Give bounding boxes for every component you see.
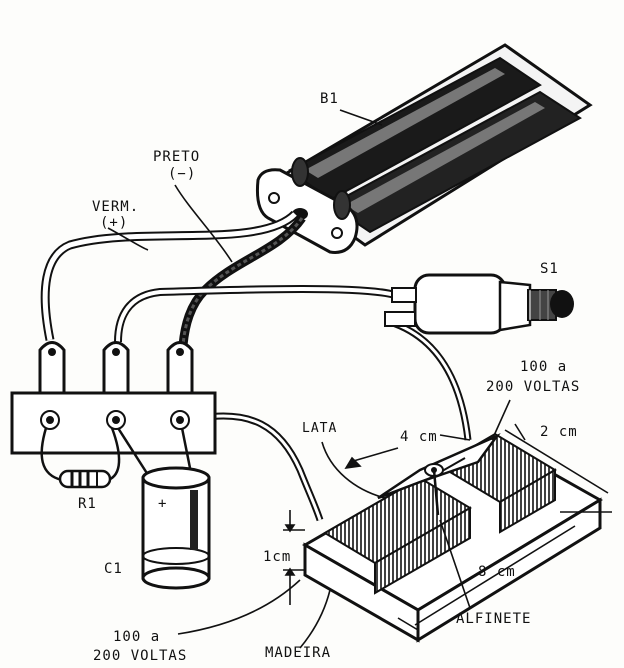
label-8cm: 8 cm [478, 564, 516, 580]
label-preto: PRETO [153, 149, 201, 165]
label-1cm: 1cm [263, 549, 292, 565]
pin [432, 469, 440, 516]
switch-wire [114, 284, 397, 343]
label-r1: R1 [78, 496, 97, 512]
label-b1: B1 [320, 91, 339, 107]
label-coil-bottom-2: 200 VOLTAS [93, 648, 188, 664]
resistor-r1 [40, 427, 121, 489]
label-coil-top-1: 100 a [520, 359, 568, 375]
switch-s1 [384, 273, 574, 335]
label-coil-bottom-1: 100 a [113, 629, 161, 645]
label-verm: VERM. [92, 199, 140, 215]
label-4cm: 4 cm [400, 429, 438, 445]
coil-front [323, 476, 472, 595]
switch-coil-wire [388, 318, 472, 441]
dimension-lines [107, 109, 612, 649]
label-s1: S1 [540, 261, 559, 277]
label-madeira: MADEIRA [265, 645, 332, 661]
label-alfinete: ALFINETE [456, 611, 532, 627]
battery-holder-b1 [256, 43, 593, 254]
label-verm-sign: (+) [100, 215, 129, 231]
label-lata: LATA [302, 421, 338, 436]
label-coil-top-2: 200 VOLTAS [486, 379, 581, 395]
label-2cm: 2 cm [540, 424, 578, 440]
capacitor-c1: + [116, 427, 211, 590]
label-c1: C1 [104, 561, 123, 577]
svg-text:+: + [158, 496, 166, 512]
tin-strip [377, 432, 501, 500]
wires [40, 210, 472, 522]
terminal-strip [10, 341, 217, 455]
label-preto-sign: (−) [168, 166, 197, 182]
